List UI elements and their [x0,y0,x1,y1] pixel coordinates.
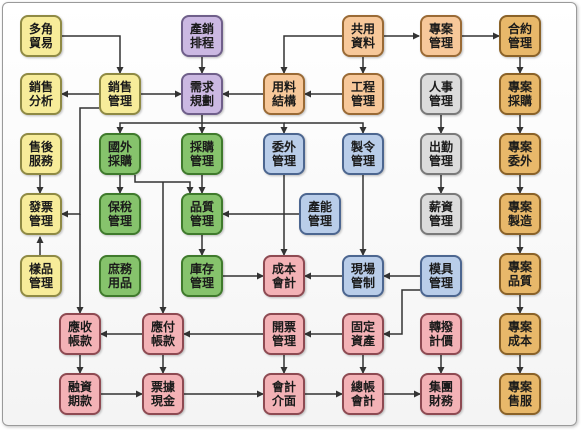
node-xianchang-guanzhi[interactable]: 現場管制 [342,255,384,297]
node-label: 需求規劃 [189,80,214,108]
edge-xiaoshou-to-fapiao [61,107,99,218]
node-label: 薪資管理 [428,200,453,228]
node-label: 現場管制 [350,262,375,290]
node-shuwu-yongpin[interactable]: 庶務用品 [99,255,141,297]
node-kucun-guanli[interactable]: 庫存管理 [181,255,223,297]
node-label: 多角貿易 [28,22,53,50]
node-rongzi-qikuan[interactable]: 融資期款 [59,373,101,415]
node-moju-guanli[interactable]: 模具管理 [420,255,462,297]
node-label: 專案製造 [507,200,532,228]
node-yangpin-guanli[interactable]: 樣品管理 [20,255,62,297]
edge-duojiao-to-xiaoshou [62,35,124,74]
node-zhiling-guanli[interactable]: 製令管理 [342,133,384,175]
node-label: 專案管理 [428,22,453,50]
node-zhuanan-weiwai[interactable]: 專案委外 [499,133,541,175]
node-xiaoshou-fenxi[interactable]: 銷售分析 [20,73,62,115]
node-label: 工程管理 [350,80,375,108]
node-duojiao-maoyi[interactable]: 多角貿易 [20,15,62,57]
node-label: 應收帳款 [67,320,92,348]
node-zongzhang-kuaiji[interactable]: 總帳會計 [342,373,384,415]
node-label: 出勤管理 [428,140,453,168]
node-label: 產銷排程 [189,22,214,50]
node-label: 會計介面 [271,380,296,408]
node-label: 合約管理 [507,22,532,50]
node-yongliao-jiegou[interactable]: 用料結構 [263,73,305,115]
node-label: 人事管理 [428,80,453,108]
node-heyue-guanli[interactable]: 合約管理 [499,15,541,57]
node-label: 銷售管理 [107,80,132,108]
edge-xuqiu-bus [116,115,203,134]
node-piaoju-xianjin[interactable]: 票據現金 [142,373,184,415]
node-renshi-guanli[interactable]: 人事管理 [420,73,462,115]
node-label: 樣品管理 [28,262,53,290]
node-label: 專案成本 [507,320,532,348]
node-label: 庶務用品 [107,262,132,290]
node-label: 採購管理 [189,140,214,168]
edge-xuqiu-to-zhiling [284,122,367,134]
node-label: 共用資料 [350,22,375,50]
node-label: 用料結構 [271,80,296,108]
node-kaipiao-guanli[interactable]: 開票管理 [263,313,305,355]
node-zhuanan-shoufu[interactable]: 專案售服 [499,373,541,415]
node-guowai-caigou[interactable]: 國外採購 [99,133,141,175]
node-zhuanan-guanli[interactable]: 專案管理 [420,15,462,57]
node-label: 國外採購 [107,140,132,168]
node-shouhou-fuwu[interactable]: 售後服務 [20,133,62,175]
node-zhuanan-caigou[interactable]: 專案採購 [499,73,541,115]
node-xinzi-guanli[interactable]: 薪資管理 [420,193,462,235]
node-label: 售後服務 [28,140,53,168]
node-guding-zichan[interactable]: 固定資產 [342,313,384,355]
node-fapiao-guanli[interactable]: 發票管理 [20,193,62,235]
node-caigou-guanli[interactable]: 採購管理 [181,133,223,175]
node-label: 品質管理 [189,200,214,228]
node-chengben-kuaiji[interactable]: 成本會計 [263,255,305,297]
node-jituan-caiwu[interactable]: 集團財務 [420,373,462,415]
node-xuqiu-guihua[interactable]: 需求規劃 [181,73,223,115]
node-label: 固定資產 [350,320,375,348]
node-label: 專案採購 [507,80,532,108]
node-label: 融資期款 [67,380,92,408]
node-yingfu-zhangkuan[interactable]: 應付帳款 [142,313,184,355]
node-label: 專案委外 [507,140,532,168]
node-label: 開票管理 [271,320,296,348]
node-chuqin-guanli[interactable]: 出勤管理 [420,133,462,175]
node-weiwai-guanli[interactable]: 委外管理 [263,133,305,175]
node-baoshui-guanli[interactable]: 保稅管理 [99,193,141,235]
node-label: 保稅管理 [107,200,132,228]
node-zhuanbo-jijia[interactable]: 轉撥計價 [420,313,462,355]
node-xiaoshou-guanli[interactable]: 銷售管理 [99,73,141,115]
node-zhuanan-pinzhi[interactable]: 專案品質 [499,253,541,295]
node-gongcheng-guanli[interactable]: 工程管理 [342,73,384,115]
node-label: 發票管理 [28,200,53,228]
node-label: 專案品質 [507,260,532,288]
node-label: 模具管理 [428,262,453,290]
node-zhuanan-zhizao[interactable]: 專案製造 [499,193,541,235]
node-label: 成本會計 [271,262,296,290]
node-yingshou-zhangkuan[interactable]: 應收帳款 [59,313,101,355]
node-pinzhi-guanli[interactable]: 品質管理 [181,193,223,235]
node-gongyong-ziliao[interactable]: 共用資料 [342,15,384,57]
node-label: 集團財務 [428,380,453,408]
node-label: 票據現金 [150,380,175,408]
node-label: 轉撥計價 [428,320,453,348]
edge-moju-to-guding [383,289,420,338]
node-label: 總帳會計 [350,380,375,408]
node-channeng-guanli[interactable]: 產能管理 [299,193,341,235]
node-label: 製令管理 [350,140,375,168]
node-label: 專案售服 [507,380,532,408]
node-label: 應付帳款 [150,320,175,348]
node-label: 銷售分析 [28,80,53,108]
node-label: 委外管理 [271,140,296,168]
node-label: 產能管理 [307,200,332,228]
node-chanxiao-paicheng[interactable]: 產銷排程 [181,15,223,57]
edge-gongyong-to-yongliao [280,35,342,74]
node-kuaiji-jiemian[interactable]: 會計介面 [263,373,305,415]
node-label: 庫存管理 [189,262,214,290]
edge-xuqiu-to-weiwai [202,122,288,134]
node-zhuanan-chengben[interactable]: 專案成本 [499,313,541,355]
